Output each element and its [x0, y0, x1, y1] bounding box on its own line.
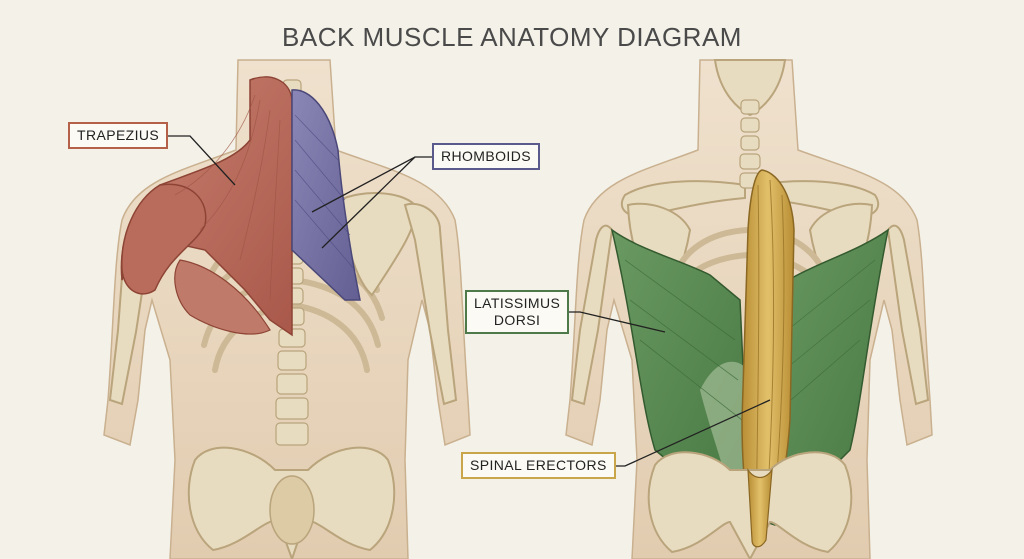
rhomboids-muscle: [291, 89, 361, 301]
left-figure-right-arm: [403, 202, 458, 406]
left-figure: [103, 59, 471, 559]
right-figure-right-arm: [886, 224, 930, 406]
trapezius-label: TRAPEZIUS: [68, 122, 169, 149]
rhomboids-label: RHOMBOIDS: [432, 143, 540, 170]
right-spine: [739, 99, 761, 189]
deltoid-muscle: [121, 183, 207, 295]
teres-muscle: [174, 259, 271, 335]
trapezius-leader: [168, 135, 236, 186]
latissimus-label-line1: LATISSIMUS: [474, 295, 561, 311]
right-figure: [565, 59, 933, 559]
page-title: BACK MUSCLE ANATOMY DIAGRAM: [282, 22, 742, 52]
spinal-erectors-label-text: SPINAL ERECTORS: [470, 457, 607, 473]
rhomboids-leader-2: [321, 156, 416, 249]
left-sacrum: [269, 475, 315, 545]
latissimus-label-line2: DORSI: [493, 312, 541, 328]
rhomboids-label-text: RHOMBOIDS: [441, 148, 531, 164]
spinal-erectors-label: SPINAL ERECTORS: [461, 452, 616, 479]
latissimus-dorsi-label: LATISSIMUS DORSI: [465, 290, 570, 334]
trapezius-label-text: TRAPEZIUS: [77, 127, 160, 143]
latissimus-leader: [568, 311, 666, 333]
spinal-erectors-leader: [612, 399, 771, 467]
leader-lines: [168, 135, 771, 467]
right-sacrum-erector-overlap: [747, 467, 773, 548]
right-skull-base: [713, 59, 787, 117]
